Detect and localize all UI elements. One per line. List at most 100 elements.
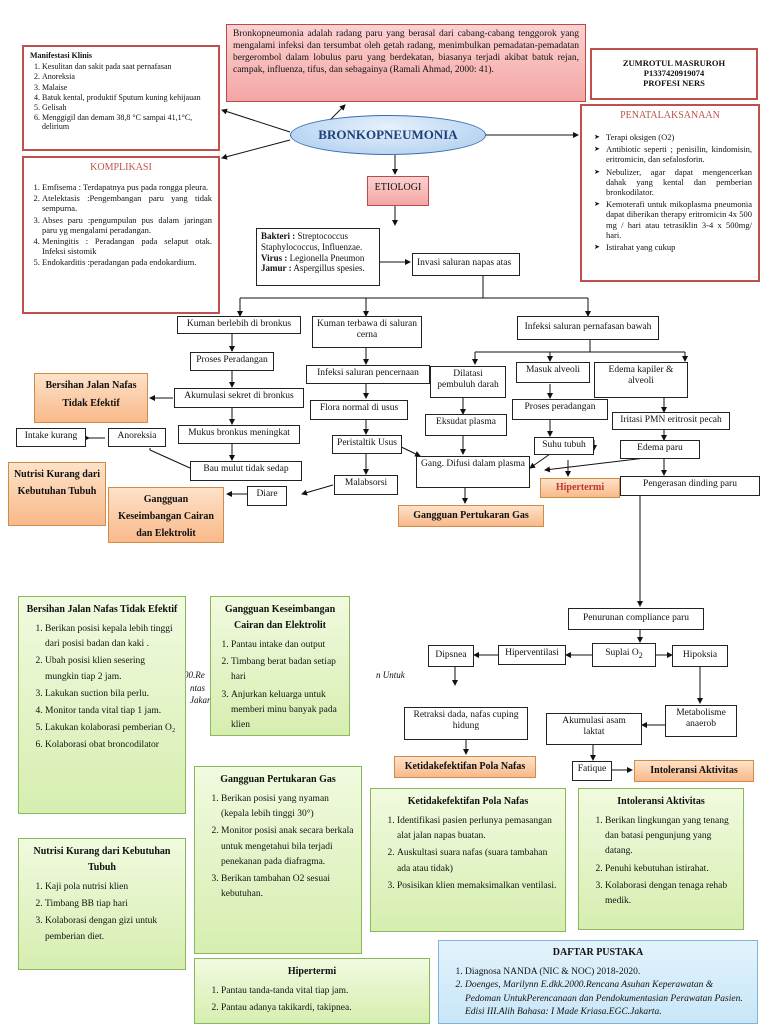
- manifestasi-title: Manifestasi Klinis: [30, 51, 93, 60]
- diagnosis-hipertermi: Hipertermi: [540, 478, 620, 498]
- node-flora-text: Flora normal di usus: [319, 403, 399, 413]
- node-dipsnea: Dipsnea: [428, 645, 474, 667]
- intervention-bersihan: Bersihan Jalan Nafas Tidak Efektif Berik…: [18, 596, 186, 814]
- virus-label: Virus :: [261, 252, 288, 263]
- node-penurunan-text: Penurunan compliance paru: [582, 613, 690, 623]
- node-metabolisme: Metabolisme anaerob: [665, 705, 737, 737]
- fragment-text-3: Jakar: [190, 695, 211, 705]
- node-anoreksia-text: Anoreksia: [117, 431, 157, 441]
- intervention-item: Kolaborasi obat broncodilator: [45, 738, 179, 753]
- intervention-nutrisi-title: Nutrisi Kurang dari Kebutuhan Tubuh: [33, 846, 171, 873]
- node-suhu: Suhu tubuh: [534, 437, 594, 455]
- node-invasi-text: Invasi saluran napas atas: [417, 258, 512, 268]
- intervention-pola-nafas-list: Identifikasi pasien perlunya pemasangan …: [377, 814, 559, 894]
- diagnosis-nutrisi-text: Nutrisi Kurang dari Kebutuhan Tubuh: [13, 469, 101, 497]
- intervention-item: Monitor tanda vital tiap 1 jam.: [45, 704, 179, 719]
- diagnosis-hipertermi-text: Hipertermi: [555, 482, 605, 493]
- node-edema-paru: Edema paru: [620, 440, 700, 459]
- diagnosis-nutrisi: Nutrisi Kurang dari Kebutuhan Tubuh: [8, 462, 106, 526]
- manifestasi-item: Anoreksia: [42, 72, 212, 81]
- node-hiperventilasi: Hiperventilasi: [498, 645, 566, 665]
- diagnosis-aktivitas-text: Intoleransi Aktivitas: [650, 765, 738, 776]
- manifestasi-item: Malaise: [42, 83, 212, 92]
- node-hiperventilasi-text: Hiperventilasi: [505, 648, 559, 658]
- central-title: BRONKOPNEUMONIA: [318, 127, 458, 142]
- intervention-hipertermi-list: Pantau tanda-tanda vital tiap jam. Panta…: [201, 984, 423, 1016]
- daftar-pustaka-item: Diagnosa NANDA (NIC & NOC) 2018-2020.: [465, 966, 749, 979]
- intervention-aktivitas-title: Intoleransi Aktivitas: [617, 796, 705, 807]
- penatalaksanaan-list: Terapi oksigen (O2) Antibiotic seperti ;…: [588, 132, 752, 252]
- manifestasi-list: Kesulitan dan sakit pada saat pernafasan…: [30, 62, 212, 131]
- intervention-item: Berikan lingkungan yang tenang dan batas…: [605, 814, 737, 860]
- manifestasi-item: Batuk kental, produktif Sputum kuning ke…: [42, 93, 212, 102]
- penatalaksanaan-box: PENATALAKSANAAN Terapi oksigen (O2) Anti…: [580, 104, 760, 282]
- node-hipoksia-text: Hipoksia: [682, 650, 718, 660]
- manifestasi-item: Kesulitan dan sakit pada saat pernafasan: [42, 62, 212, 71]
- intervention-nutrisi: Nutrisi Kurang dari Kebutuhan Tubuh Kaji…: [18, 838, 186, 970]
- daftar-pustaka-item: Doenges, Marilynn E.dkk.2000.Rencana Asu…: [465, 979, 749, 1019]
- node-akumulasi-asam-text: Akumulasi asam laktat: [562, 716, 626, 738]
- node-infeksi-cerna-text: Infeksi saluran pencernaan: [317, 368, 419, 378]
- node-fatique-text: Fatique: [577, 764, 607, 774]
- bakteri-text: Streptococcus Staphylococcus, Influenzae…: [261, 231, 363, 252]
- node-pengerasan-text: Pengerasan dinding paru: [643, 479, 737, 489]
- node-penurunan: Penurunan compliance paru: [568, 608, 704, 630]
- etiologi-label: ETIOLOGI: [374, 182, 422, 193]
- node-akumulasi-sekret: Akumulasi sekret di bronkus: [174, 388, 304, 408]
- intervention-item: Pantau tanda-tanda vital tiap jam.: [221, 984, 423, 999]
- node-mukus: Mukus bronkus meningkat: [178, 425, 300, 444]
- node-akumulasi-asam: Akumulasi asam laktat: [546, 713, 642, 745]
- node-malabsorsi: Malabsorsi: [334, 475, 398, 495]
- node-invasi: Invasi saluran napas atas: [412, 253, 520, 276]
- fragment-text-2: ntas: [190, 683, 206, 693]
- komplikasi-item: Endokarditis :peradangan pada endokardiu…: [42, 257, 212, 267]
- node-pengerasan: Pengerasan dinding paru: [620, 476, 760, 496]
- node-akumulasi-sekret-text: Akumulasi sekret di bronkus: [184, 391, 294, 401]
- intervention-pertukaran-list: Berikan posisi yang nyaman (kepala lebih…: [201, 792, 355, 902]
- intervention-pola-nafas-title: Ketidakefektifan Pola Nafas: [407, 796, 529, 807]
- node-bau-mulut: Bau mulut tidak sedap: [190, 461, 302, 481]
- komplikasi-item: Abses paru :pengumpulan pus dalam jaring…: [42, 215, 212, 235]
- diagnosis-pertukaran-text: Gangguan Pertukaran Gas: [413, 510, 529, 521]
- node-intake: Intake kurang: [16, 428, 86, 447]
- node-kuman-cerna: Kuman terbawa di saluran cerna: [312, 316, 422, 348]
- node-peristaltik: Peristaltik Usus: [332, 435, 402, 454]
- intervention-item: Lakukan kolaborasi pemberian O₂: [45, 721, 179, 736]
- intervention-pertukaran: Gangguan Pertukaran Gas Berikan posisi y…: [194, 766, 362, 954]
- node-iritasi-text: Iritasi PMN eritrosit pecah: [620, 415, 722, 425]
- node-suplai-text: Suplai O: [605, 648, 639, 658]
- node-suplai: Suplai O2: [592, 643, 656, 667]
- intervention-item: Posisikan klien memaksimalkan ventilasi.: [397, 879, 559, 894]
- node-peristaltik-text: Peristaltik Usus: [337, 438, 397, 448]
- node-kuman-cerna-text: Kuman terbawa di saluran cerna: [317, 319, 417, 341]
- intervention-bersihan-title: Bersihan Jalan Nafas Tidak Efektif: [26, 604, 178, 615]
- node-anoreksia: Anoreksia: [108, 428, 166, 447]
- intervention-item: Berikan posisi kepala lebih tinggi dari …: [45, 622, 179, 652]
- intervention-hipertermi-title: Hipertermi: [287, 966, 337, 977]
- komplikasi-title: KOMPLIKASI: [90, 162, 152, 173]
- intervention-item: Pantau intake dan output: [231, 638, 343, 653]
- node-retraksi: Retraksi dada, nafas cuping hidung: [404, 707, 528, 740]
- daftar-pustaka-list: Diagnosa NANDA (NIC & NOC) 2018-2020. Do…: [447, 966, 749, 1019]
- penatalaksanaan-item: Nebulizer, agar dapat mengencerkan dahak…: [594, 167, 752, 198]
- intervention-item: Pantau adanya takikardi, takipnea.: [221, 1001, 423, 1016]
- diagnosis-pertukaran: Gangguan Pertukaran Gas: [398, 505, 544, 527]
- manifestasi-item: Menggigil dan demam 38,8 °C sampai 41,1°…: [42, 113, 212, 131]
- intervention-aktivitas: Intoleransi Aktivitas Berikan lingkungan…: [578, 788, 744, 930]
- intervention-item: Kolaborasi dengan tenaga rehab medik.: [605, 879, 737, 909]
- daftar-pustaka-title: DAFTAR PUSTAKA: [552, 947, 644, 958]
- fragment-text-1: 00.Re: [184, 670, 205, 680]
- node-intake-text: Intake kurang: [24, 431, 78, 441]
- node-infeksi-bawah: Infeksi saluran pernafasan bawah: [517, 316, 659, 340]
- node-hipoksia: Hipoksia: [672, 645, 728, 667]
- diagnosis-cairan-text: Gangguan Keseimbangan Cairan dan Elektro…: [118, 494, 214, 539]
- node-proses-peradangan2: Proses peradangan: [512, 399, 608, 420]
- author-program: PROFESI NERS: [643, 78, 705, 89]
- node-retraksi-text: Retraksi dada, nafas cuping hidung: [413, 710, 519, 732]
- node-kuman-bronkus: Kuman berlebih di bronkus: [177, 316, 301, 334]
- manifestasi-box: Manifestasi Klinis Kesulitan dan sakit p…: [22, 45, 220, 151]
- komplikasi-box: KOMPLIKASI Emfisema : Terdapatnya pus pa…: [22, 156, 220, 314]
- intervention-item: Ubah posisi klien sesering mungkin tiap …: [45, 654, 179, 684]
- intervention-item: Berikan tambahan O2 sesuai kebutuhan.: [221, 872, 355, 902]
